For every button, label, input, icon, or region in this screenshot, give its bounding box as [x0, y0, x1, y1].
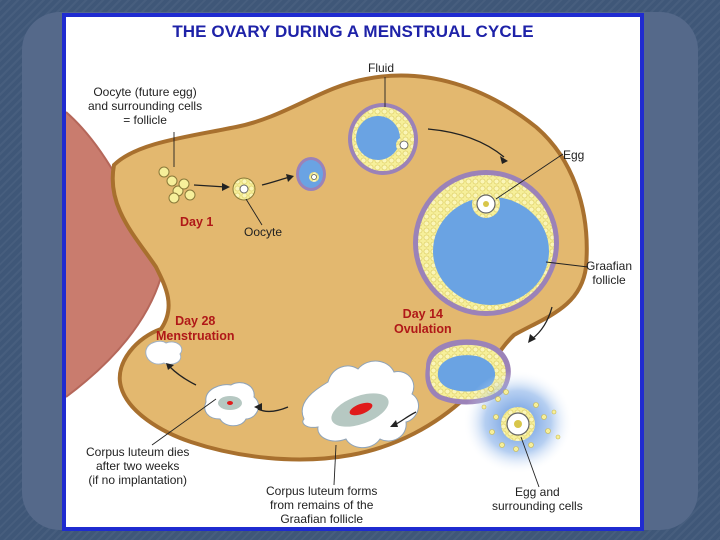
diagram-frame: THE OVARY DURING A MENSTRUAL CYCLE	[62, 13, 644, 531]
label-day-28-line-2: Menstruation	[156, 329, 234, 344]
label-day-14-line-1: Day 14	[394, 307, 452, 322]
label-day-14-line-2: Ovulation	[394, 322, 452, 337]
graafian-follicle	[413, 170, 559, 316]
label-corpus-forms-line-1: Corpus luteum forms	[266, 484, 377, 498]
label-oocyte-follicle-line-1: Oocyte (future egg)	[88, 85, 202, 99]
antral-follicle	[348, 103, 418, 175]
label-corpus-luteum-dies: Corpus luteum dies after two weeks (if n…	[86, 445, 189, 487]
label-egg-surrounding-cells: Egg and surrounding cells	[492, 485, 583, 513]
label-egg-surrounding-line-2: surrounding cells	[492, 499, 583, 513]
primary-follicle	[233, 178, 255, 200]
label-oocyte-follicle-line-2: and surrounding cells	[88, 99, 202, 113]
label-egg-surrounding-line-1: Egg and	[492, 485, 583, 499]
label-fluid: Fluid	[368, 61, 394, 75]
label-graafian-line-1: Graafian	[586, 259, 632, 273]
label-day-28: Day 28 Menstruation	[156, 314, 234, 344]
label-day-28-line-1: Day 28	[156, 314, 234, 329]
label-oocyte-follicle-line-3: = follicle	[88, 113, 202, 127]
label-oocyte-follicle: Oocyte (future egg) and surrounding cell…	[88, 85, 202, 127]
label-corpus-dies-line-1: Corpus luteum dies	[86, 445, 189, 459]
label-graafian-line-2: follicle	[586, 273, 632, 287]
label-egg: Egg	[563, 148, 584, 162]
label-graafian-follicle: Graafian follicle	[586, 259, 632, 287]
label-corpus-forms-line-2: from remains of the	[266, 498, 377, 512]
label-corpus-dies-line-3: (if no implantation)	[86, 473, 189, 487]
label-corpus-dies-line-2: after two weeks	[86, 459, 189, 473]
released-egg	[463, 370, 573, 474]
corpus-albicans	[146, 341, 182, 364]
label-oocyte: Oocyte	[244, 225, 282, 239]
label-corpus-luteum-forms: Corpus luteum forms from remains of the …	[266, 484, 377, 526]
label-day-1: Day 1	[180, 215, 213, 230]
label-corpus-forms-line-3: Graafian follicle	[266, 512, 377, 526]
secondary-follicle	[296, 157, 326, 191]
label-day-14: Day 14 Ovulation	[394, 307, 452, 337]
